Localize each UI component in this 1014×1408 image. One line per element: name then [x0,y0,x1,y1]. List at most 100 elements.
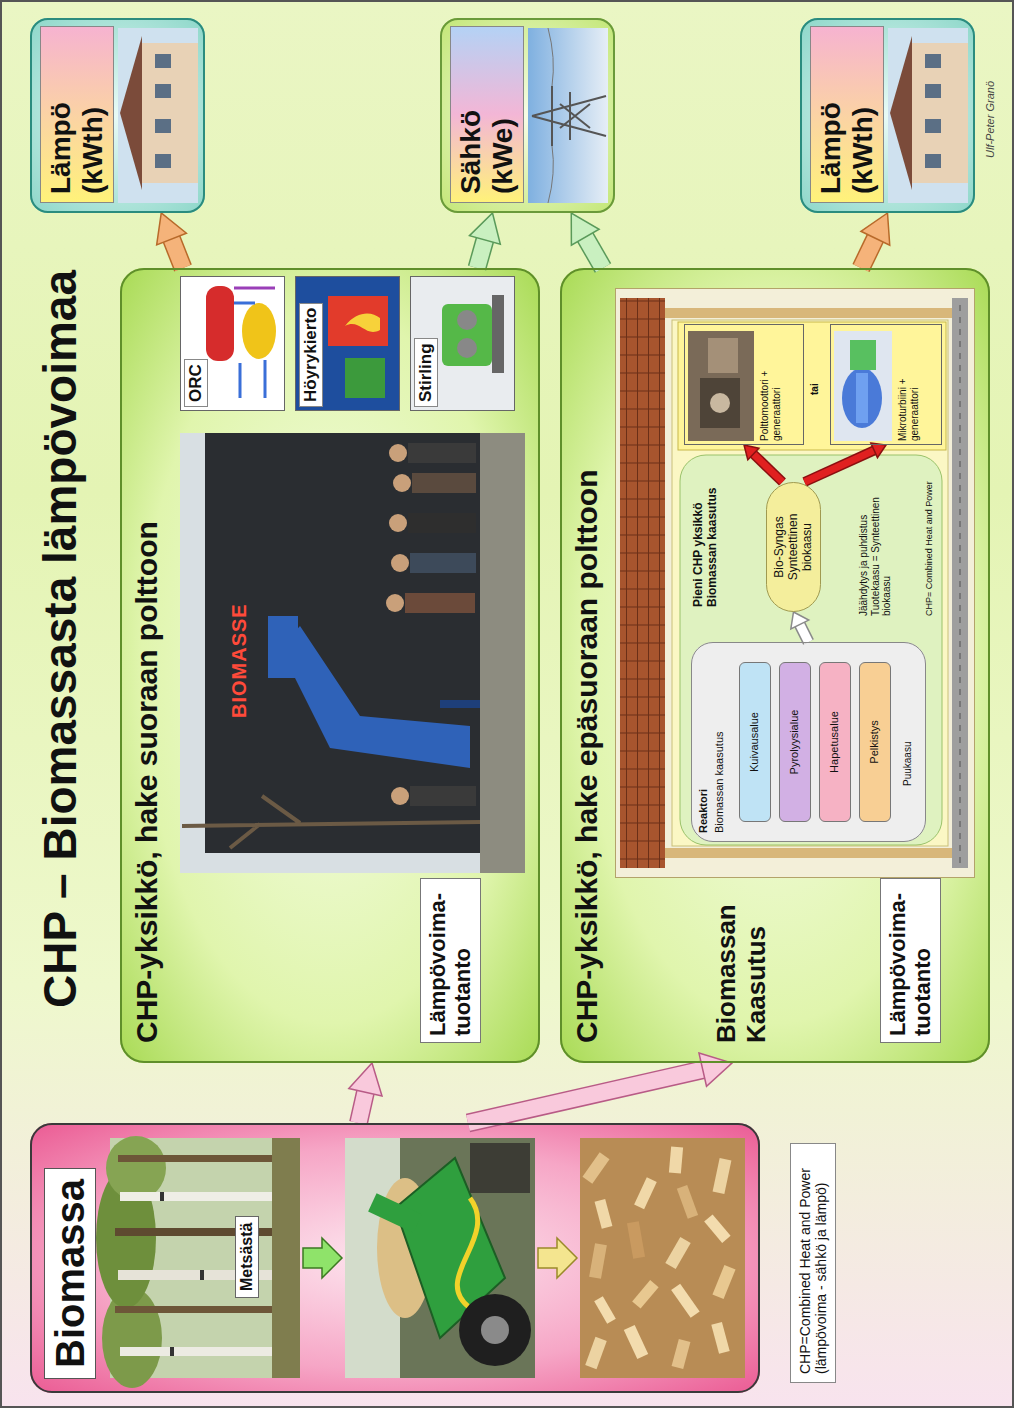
node-text: Pyrolyysialue [788,665,801,819]
connector-outline [753,454,782,482]
gasifier-house [691,642,926,842]
connectors [172,237,876,1123]
chipper-photo [368,1193,422,1232]
node-text: CHP-yksikkö, hake epäsuoraan polttoon [570,470,605,1043]
label-text: Metsästä [235,1216,259,1298]
wood-chips-photo [580,1138,745,1378]
output-box: Sähkö (kWe) [440,18,615,213]
node-text: Lämpö (kWth) [40,26,114,203]
connector-outline [805,450,875,482]
gasifier-house [620,298,665,868]
label-text: tai [809,383,821,395]
plant-photo [268,616,298,678]
generator-box: Mikroturbiini + generaattori [830,324,942,445]
steam-cycle-picture [345,314,380,332]
label-text: CHP= Combined Heat and Power [924,466,934,616]
chipper-photo [470,1143,530,1193]
flow-arrow [477,240,485,268]
chipper-photo [345,1138,535,1378]
chipper-photo [457,1198,477,1308]
panel-fill [440,18,615,213]
pylon-photo [532,86,606,146]
stirling-picture [410,276,515,411]
technology-box: Höyrykierto [295,276,400,411]
forest-photo [115,1228,290,1236]
gasifier-house [678,322,946,450]
chipper-photo [459,1294,531,1366]
steam-cycle-picture [328,296,388,346]
technology-box: Stirling [410,276,515,411]
house-photo [888,28,968,203]
gasifier-figure: KuivausaluePyrolyysialueHapetusaluePelki… [615,288,975,878]
house-photo [888,28,968,203]
zone-band: Pyrolyysialue [779,662,811,822]
gas-box: Bio-Syngas Synteettinen biokaasu [766,482,821,612]
house-photo [925,119,941,133]
wood-chips-photo [595,1199,613,1229]
node-text: Bio-Syngas Synteettinen biokaasu [773,489,814,605]
chipper-photo [481,1316,509,1344]
node-text: Hapetusalue [828,665,841,819]
flow-arrow [805,450,875,482]
orc-picture [180,276,285,411]
house-photo [890,36,912,190]
stirling-picture [410,276,515,411]
node-text: ORC [184,359,208,407]
pylon-photo [528,28,608,203]
flow-arrow [468,1070,703,1123]
wood-chips-photo [585,1337,607,1369]
generator-box: Polttomoottori + generaattori [684,324,804,445]
plant-photo [408,513,476,533]
source-panel: Biomassa [30,1123,760,1393]
orc-picture [206,286,234,361]
gasifier-house [615,288,975,878]
plant-photo [393,474,411,492]
plant-photo [412,473,476,493]
connector-outline [477,240,485,268]
reactor-box: KuivausaluePyrolyysialueHapetusaluePelki… [691,642,926,842]
house-photo [155,84,171,98]
forest-photo [170,1347,174,1356]
pylon-photo [528,28,608,203]
flow-arrow [800,625,809,642]
node-text: Lämpö (kWth) [810,26,884,203]
flow-arrow [861,238,875,268]
wood-chips-photo [712,1265,735,1299]
plant-photo [180,433,525,873]
wood-chips-photo [704,1214,730,1243]
wood-chips-photo [672,1339,691,1369]
node-text: Biomassan Kaasutus [712,893,772,1043]
plant-photo [205,433,480,853]
steam-cycle-picture [345,358,385,398]
connector-outline [468,1070,703,1123]
label-text: BIOMASSE [228,603,251,718]
forest-photo [120,1347,290,1356]
house-photo [155,119,171,133]
title-text: CHP – Biomassasta lämpövoimaa [34,270,87,1008]
orc-picture [234,303,265,398]
engine-picture [708,338,738,373]
panel-fill [30,18,205,213]
stirling-picture [442,304,492,366]
engine-picture [688,331,754,441]
plant-photo [440,700,480,708]
gasifier-house [615,288,975,878]
output-box: Lämpö (kWth) [800,18,975,213]
orc-picture [234,287,275,290]
house-photo [120,36,142,190]
house-photo [118,28,198,203]
plant-photo [410,553,476,573]
wood-chips-photo [634,1177,657,1209]
house-photo [925,54,941,68]
house-photo [155,154,171,168]
connector-outline [861,238,875,268]
panel-fill [120,268,540,1063]
panel-fill [30,18,990,1393]
node-text: Biomassa [44,1168,96,1379]
forest-photo [272,1138,300,1378]
panel-fill [800,18,975,213]
forest-photo [96,1136,300,1388]
connector-outlines [172,237,876,1123]
label-text: Ulf-Peter Granö [984,81,997,158]
